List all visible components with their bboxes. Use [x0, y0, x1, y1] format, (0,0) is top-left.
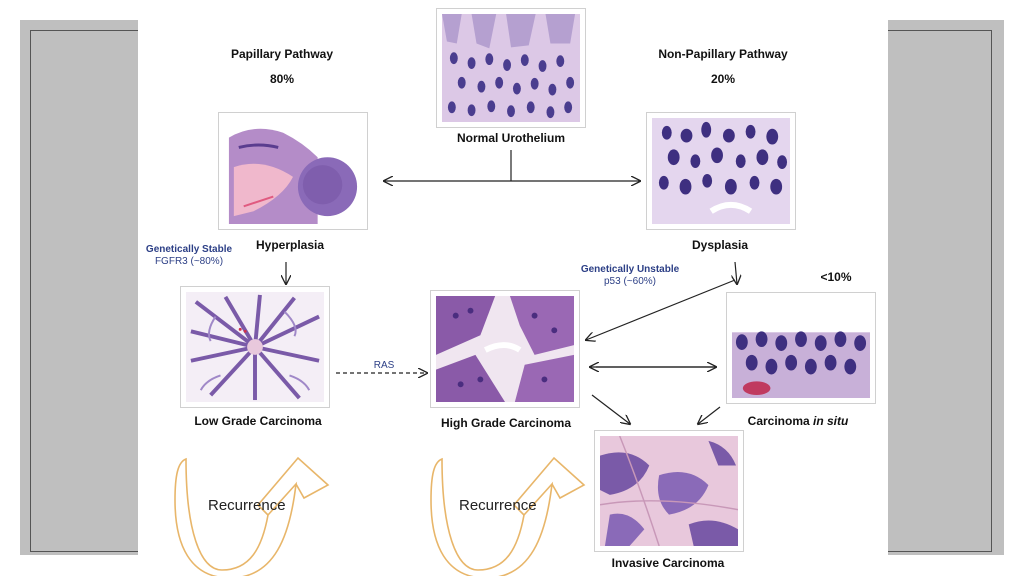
cis-percent-label: <10% [820, 270, 852, 284]
low-grade-carcinoma-image [180, 286, 330, 408]
genetically-unstable-annotation: Genetically Unstable p53 (~60%) [581, 264, 679, 288]
papillary-pathway-title: Papillary Pathway [230, 47, 334, 61]
carcinoma-in-situ-image [726, 292, 876, 404]
dysplasia-image [646, 112, 796, 230]
hyperplasia-image [218, 112, 368, 230]
arrow-dysplasia-to-cis [735, 261, 737, 284]
non-papillary-pathway-percent: 20% [710, 72, 736, 86]
recurrence-arrow-right [430, 456, 586, 576]
low-grade-carcinoma-label: Low Grade Carcinoma [194, 414, 322, 428]
genetically-stable-annotation: Genetically Stable FGFR3 (~80%) [146, 244, 232, 268]
p53-marker: p53 (~60%) [604, 276, 656, 287]
arrow-high-grade-to-invasive [591, 394, 630, 424]
invasive-carcinoma-label: Invasive Carcinoma [611, 556, 725, 570]
carcinoma-in-situ-italic: in situ [813, 414, 849, 428]
invasive-carcinoma-image [594, 430, 744, 552]
arrow-cis-to-invasive [698, 406, 721, 424]
fgfr3-marker: FGFR3 (~80%) [154, 256, 224, 267]
hyperplasia-label: Hyperplasia [255, 238, 325, 252]
recurrence-arrow-left [174, 456, 330, 576]
genetically-stable-title: Genetically Stable [145, 244, 233, 255]
carcinoma-in-situ-label: Carcinoma in situ [748, 414, 849, 428]
genetically-unstable-title: Genetically Unstable [580, 264, 680, 275]
recurrence-label-right: Recurrence [459, 497, 537, 514]
ras-label: RAS [373, 360, 395, 371]
high-grade-carcinoma-label: High Grade Carcinoma [440, 416, 572, 430]
normal-urothelium-image [436, 8, 586, 128]
papillary-pathway-percent: 80% [269, 72, 295, 86]
high-grade-carcinoma-image [430, 290, 580, 408]
carcinoma-in-situ-text: Carcinoma [747, 414, 814, 428]
recurrence-label-left: Recurrence [208, 497, 286, 514]
dysplasia-label: Dysplasia [691, 238, 749, 252]
non-papillary-pathway-title: Non-Papillary Pathway [658, 47, 788, 61]
normal-urothelium-label: Normal Urothelium [456, 131, 566, 145]
arrow-dysplasia-to-high-grade [586, 279, 736, 340]
